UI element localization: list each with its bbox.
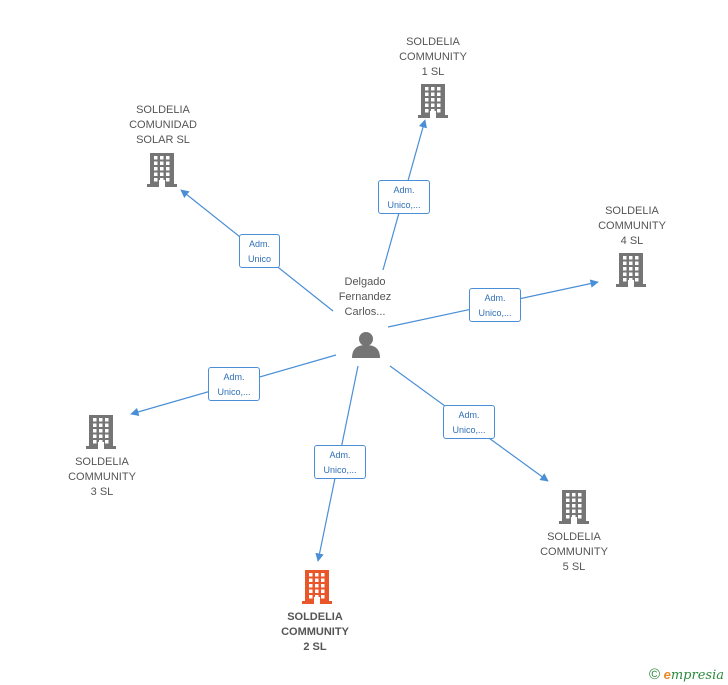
company-name[interactable]: SOLDELIA COMMUNITY 1 SL (399, 36, 467, 78)
role-badge[interactable]: Adm. Unico,... (314, 445, 366, 479)
person-icon[interactable] (352, 332, 380, 358)
brand-logo-text: mpresia (670, 668, 724, 683)
role-badge[interactable]: Adm. Unico,... (208, 367, 260, 401)
company-name[interactable]: SOLDELIA COMMUNITY 4 SL (598, 205, 666, 247)
company-name[interactable]: SOLDELIA COMMUNITY 3 SL (68, 456, 136, 498)
empresia-watermark: © empresia (649, 666, 724, 683)
role-badge[interactable]: Adm. Unico,... (469, 288, 521, 322)
copyright-symbol: © (648, 666, 660, 683)
person-name[interactable]: Delgado Fernandez Carlos... (338, 276, 392, 318)
brand-logo-initial: e (663, 667, 671, 682)
building-icon[interactable] (559, 490, 589, 529)
company-name[interactable]: SOLDELIA COMUNIDAD SOLAR SL (129, 104, 197, 146)
building-icon[interactable] (616, 253, 646, 292)
building-icon[interactable] (86, 415, 116, 454)
building-icon[interactable] (418, 84, 448, 123)
role-badge[interactable]: Adm. Unico,... (443, 405, 495, 439)
role-badge[interactable]: Adm. Unico (239, 234, 280, 268)
role-badge[interactable]: Adm. Unico,... (378, 180, 430, 214)
building-icon[interactable] (147, 153, 177, 192)
building-icon[interactable] (302, 570, 332, 609)
company-name[interactable]: SOLDELIA COMMUNITY 2 SL (281, 611, 349, 653)
company-name[interactable]: SOLDELIA COMMUNITY 5 SL (540, 531, 608, 573)
